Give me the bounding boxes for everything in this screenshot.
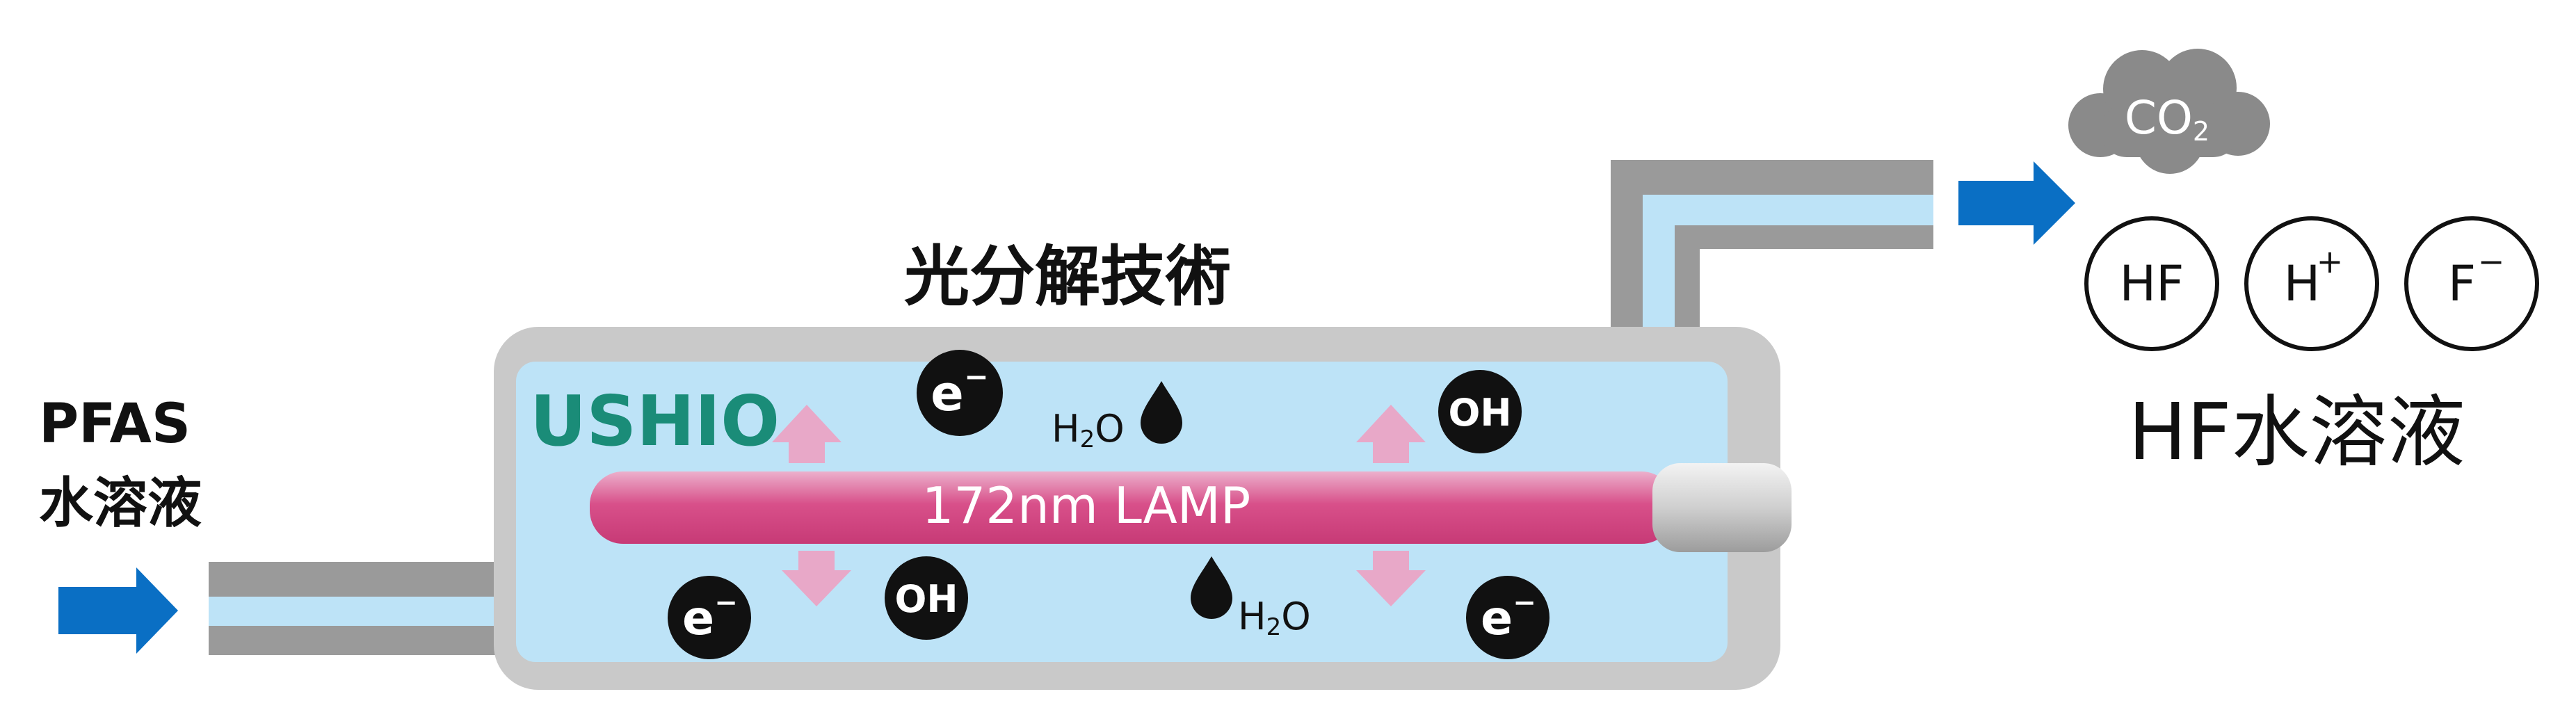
- uv-lamp: 172nm LAMP: [590, 463, 1792, 552]
- svg-text:F: F: [2448, 255, 2476, 312]
- radiation-arrow-up: [772, 405, 842, 463]
- inlet-pipe: [209, 562, 501, 655]
- lamp-label: 172nm LAMP: [922, 476, 1251, 535]
- svg-text:e: e: [931, 365, 963, 422]
- electron-badge: e −: [668, 576, 751, 659]
- svg-text:e: e: [1481, 591, 1513, 646]
- electron-badge: e −: [1466, 576, 1549, 659]
- svg-text:e: e: [682, 591, 714, 646]
- hydroxyl-badge: OH: [885, 556, 968, 640]
- svg-text:OH: OH: [894, 577, 958, 621]
- electron-badge: e −: [917, 350, 1003, 436]
- hydroxyl-badge: OH: [1438, 370, 1522, 453]
- svg-text:−: −: [714, 587, 738, 619]
- water-label: H2O: [1238, 595, 1311, 641]
- hf-circle: HF: [2084, 216, 2219, 351]
- radiation-arrow-up: [1356, 405, 1426, 463]
- outlet-pipe: [1611, 160, 1933, 424]
- output-label: HF水溶液: [2128, 387, 2465, 478]
- water-drop-icon: [1141, 381, 1182, 444]
- svg-text:−: −: [964, 360, 988, 394]
- diagram-title: 光分解技術: [904, 239, 1231, 315]
- svg-text:+: +: [2317, 243, 2344, 280]
- water-drop-icon: [1191, 556, 1232, 619]
- co2-cloud-icon: CO2: [2068, 49, 2270, 174]
- svg-text:−: −: [1513, 587, 1536, 619]
- outflow-arrow: [1958, 161, 2075, 245]
- inflow-arrow: [58, 567, 178, 654]
- input-label-line2: 水溶液: [39, 472, 202, 535]
- radiation-arrow-down: [1356, 551, 1426, 606]
- svg-text:−: −: [2478, 243, 2505, 280]
- co2-label: CO2: [2125, 91, 2209, 147]
- f-minus-circle: F −: [2404, 216, 2539, 351]
- water-label: H2O: [1052, 407, 1125, 453]
- brand-logo: USHIO: [530, 380, 780, 462]
- h-plus-circle: H +: [2244, 216, 2379, 351]
- lamp-end-cap: [1652, 463, 1792, 552]
- svg-text:HF: HF: [2120, 255, 2184, 312]
- input-label-line1: PFAS: [39, 393, 191, 455]
- svg-text:OH: OH: [1448, 391, 1511, 435]
- radiation-arrow-down: [782, 551, 851, 606]
- svg-text:H: H: [2284, 255, 2321, 312]
